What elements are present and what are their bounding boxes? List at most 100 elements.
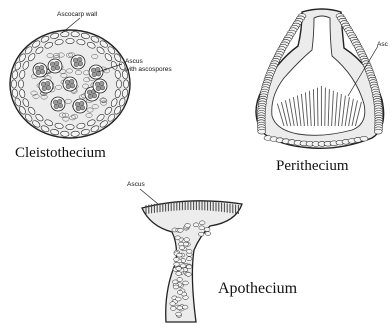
perithecium-caption: Perithecium xyxy=(276,159,348,174)
stalk-cell xyxy=(183,242,189,246)
ascospore xyxy=(36,70,41,75)
stalk-cell xyxy=(185,223,191,227)
ascospore xyxy=(79,101,84,106)
wall-cell xyxy=(11,80,16,88)
ascospore xyxy=(35,66,40,71)
stalk-cell xyxy=(174,257,180,261)
stalk-cell xyxy=(176,312,182,316)
ascospore xyxy=(41,82,46,87)
ascospore xyxy=(50,62,55,67)
stalk-cell xyxy=(186,272,192,276)
stalk-cell xyxy=(170,302,176,306)
ascospore xyxy=(87,90,92,95)
stalk-cell xyxy=(177,306,183,310)
wall-cell xyxy=(66,124,74,129)
stalk-cell xyxy=(176,272,182,276)
cleistothecium-caption: Cleistothecium xyxy=(15,146,106,161)
cleistothecium-drawing xyxy=(10,18,130,138)
perithecium-wall-cell xyxy=(258,129,266,134)
stalk-cell xyxy=(183,281,189,285)
stalk-cell xyxy=(184,238,190,242)
ascospore xyxy=(91,68,96,73)
stalk-cell xyxy=(199,226,205,230)
apothecium-ascus-leader-line xyxy=(140,189,158,204)
stalk-cell xyxy=(177,290,183,294)
perithecium-ascus xyxy=(325,88,326,126)
apothecium-caption: Apothecium xyxy=(218,281,297,297)
ascospore xyxy=(88,94,93,99)
stalk-cell xyxy=(186,249,192,253)
ascospore xyxy=(39,65,44,70)
stalk-cell xyxy=(178,228,184,232)
ascospore xyxy=(66,84,71,89)
ascospore xyxy=(54,61,59,66)
stalk-cell xyxy=(177,253,183,257)
ascocarp-wall-label: Ascocarp wall xyxy=(57,12,97,19)
stalk-cell xyxy=(198,232,204,236)
ascospore xyxy=(42,86,47,91)
ascospore xyxy=(54,104,59,109)
ascospore xyxy=(96,86,101,91)
stalk-cell xyxy=(204,227,210,231)
stalk-cell xyxy=(177,278,183,282)
ascospore xyxy=(76,106,81,111)
ascospore xyxy=(65,80,70,85)
ascus xyxy=(63,77,77,91)
ascospore xyxy=(92,72,97,77)
ascus xyxy=(33,63,47,77)
ascospore xyxy=(95,82,100,87)
wall-cell xyxy=(71,131,80,137)
stalk-cell xyxy=(205,232,211,236)
stalk-cell xyxy=(173,285,179,289)
stalk-cell xyxy=(199,221,205,225)
perithecium-ascus-label: Asc xyxy=(377,42,388,49)
ascospore xyxy=(75,102,80,107)
ascus xyxy=(51,97,65,111)
ascus xyxy=(71,55,85,69)
ascospore xyxy=(57,99,62,104)
stalk-cell xyxy=(193,223,199,227)
perithecium-wall-cell xyxy=(374,129,382,134)
stalk-cell xyxy=(170,306,176,310)
ascus-label-line2: with ascospores xyxy=(125,67,172,74)
ascospore xyxy=(74,62,79,67)
ascospore xyxy=(58,103,63,108)
ascospore xyxy=(77,57,82,62)
wall-cell xyxy=(71,31,80,37)
stalk-cell xyxy=(180,264,186,268)
wall-cell xyxy=(60,31,69,37)
ascospore xyxy=(78,61,83,66)
ascus-label: Ascus xyxy=(125,59,143,66)
ascospore xyxy=(69,79,74,84)
stalk-cell xyxy=(186,265,192,269)
perithecium-drawing xyxy=(256,9,384,148)
ascospore xyxy=(40,69,45,74)
apothecium-drawing xyxy=(140,189,242,322)
ascus xyxy=(48,59,62,73)
ascospore xyxy=(70,83,75,88)
ascus xyxy=(89,65,103,79)
ascus xyxy=(93,79,107,93)
ascospore xyxy=(92,93,97,98)
wall-cell xyxy=(60,131,69,137)
perithecium-wall-cell xyxy=(360,136,368,141)
stalk-cell xyxy=(176,297,182,301)
ascus xyxy=(39,79,53,93)
ascus xyxy=(73,99,87,113)
stalk-cell xyxy=(179,246,185,250)
wall-cell xyxy=(18,80,23,88)
ascospore xyxy=(53,100,58,105)
perithecium-ascus xyxy=(317,88,318,126)
ascospore xyxy=(51,66,56,71)
ascospore xyxy=(73,58,78,63)
ascospore xyxy=(45,81,50,86)
wall-cell xyxy=(123,80,128,88)
ascospore xyxy=(80,105,85,110)
stalk-cell xyxy=(186,257,192,261)
ascospore xyxy=(46,85,51,90)
ascospore xyxy=(100,85,105,90)
apothecium-outline xyxy=(142,201,242,322)
ascospore xyxy=(95,67,100,72)
ascospore xyxy=(55,65,60,70)
